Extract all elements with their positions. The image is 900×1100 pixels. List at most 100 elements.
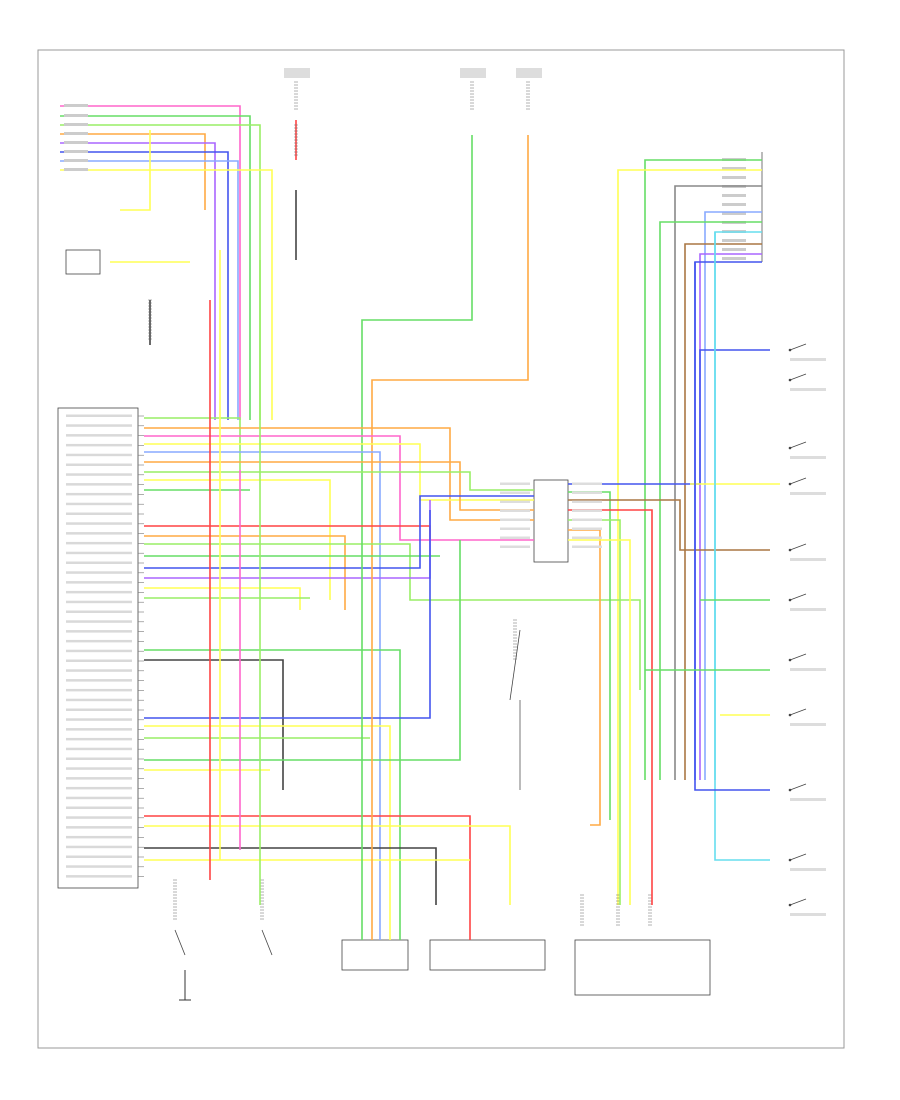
pin-label-mark bbox=[66, 590, 132, 594]
bundle-label-mark bbox=[64, 114, 88, 117]
bottom-unit-2 bbox=[429, 939, 546, 971]
module-wire bbox=[144, 725, 391, 940]
connector-label-mark bbox=[460, 68, 486, 78]
center-pin-mark-right bbox=[572, 536, 602, 539]
center-pin-mark-right bbox=[572, 527, 602, 530]
pin-label-mark bbox=[66, 581, 132, 584]
center-pin-mark-left bbox=[500, 527, 530, 530]
pin-label-mark bbox=[66, 835, 132, 839]
switch-pivot bbox=[788, 348, 792, 352]
switch-pivot bbox=[788, 858, 792, 862]
module-wire bbox=[144, 659, 284, 790]
module-wire bbox=[144, 525, 431, 540]
bundle-label-mark bbox=[64, 141, 88, 144]
right-green bbox=[568, 491, 611, 820]
bundle-wire bbox=[60, 160, 239, 420]
right-wire bbox=[684, 243, 762, 780]
pin-label-mark bbox=[66, 649, 132, 653]
center-pin-mark-right bbox=[572, 509, 602, 512]
bundle-wire bbox=[60, 105, 241, 420]
bundle-wire bbox=[60, 151, 229, 420]
right-pin-mark bbox=[722, 176, 746, 179]
pin-label-mark bbox=[66, 522, 132, 525]
cyan-run bbox=[714, 232, 770, 861]
switch-pivot bbox=[788, 713, 792, 717]
pin-label-mark bbox=[66, 757, 132, 760]
switch-label-mark bbox=[790, 358, 826, 361]
module-wire bbox=[144, 543, 641, 690]
module-wire bbox=[144, 649, 401, 940]
pin-label-mark bbox=[66, 737, 132, 741]
pin-label-mark bbox=[66, 571, 132, 574]
pin-label-mark bbox=[66, 865, 132, 868]
right-wire bbox=[699, 253, 762, 780]
module-wire bbox=[144, 471, 534, 491]
module-wire bbox=[144, 815, 471, 940]
pin-label-mark bbox=[66, 492, 132, 496]
wires bbox=[144, 232, 780, 940]
module-wire bbox=[144, 587, 301, 610]
switch-label-mark bbox=[790, 388, 826, 391]
center-sensor bbox=[509, 629, 521, 701]
pin-label-mark bbox=[66, 424, 132, 427]
pin-label-mark bbox=[66, 688, 132, 692]
pin-label-mark bbox=[66, 630, 132, 633]
pin-label-mark bbox=[66, 806, 132, 809]
module-wire bbox=[144, 451, 381, 940]
center-connector bbox=[533, 479, 569, 563]
switch-contact bbox=[789, 708, 807, 716]
blue-run bbox=[694, 262, 770, 791]
bundle-label-mark bbox=[64, 159, 88, 162]
center-pin-mark-left bbox=[500, 545, 530, 548]
module-wire bbox=[144, 500, 431, 579]
switch-contact bbox=[789, 783, 807, 791]
bundle-wire bbox=[60, 169, 273, 420]
pin-label-mark bbox=[66, 698, 132, 702]
center-pin-mark-left bbox=[500, 482, 530, 485]
pin-label-mark bbox=[66, 679, 132, 682]
pin-label-mark bbox=[66, 473, 132, 476]
pin-label-mark bbox=[66, 502, 132, 506]
right-pin-mark bbox=[722, 194, 746, 197]
switch-contact bbox=[789, 343, 807, 351]
bundle-wire bbox=[60, 142, 216, 420]
pin-label-mark bbox=[66, 816, 132, 819]
module-wire bbox=[144, 847, 437, 905]
pin-label-mark bbox=[66, 708, 132, 711]
switch-pivot bbox=[788, 598, 792, 602]
switch-contact bbox=[789, 477, 807, 485]
center-pin-mark-left bbox=[500, 500, 530, 503]
pin-label-mark bbox=[66, 718, 132, 721]
module-wire bbox=[144, 479, 331, 600]
right-pin-mark bbox=[722, 257, 746, 260]
right-blue bbox=[568, 349, 770, 485]
switch-label-mark bbox=[790, 798, 826, 801]
right-wire bbox=[714, 231, 762, 780]
pin-label-mark bbox=[66, 826, 132, 829]
center-pin-mark-right bbox=[572, 500, 602, 503]
switch-pivot bbox=[788, 903, 792, 907]
center-pin-mark-right bbox=[572, 482, 602, 485]
switch-pivot bbox=[788, 378, 792, 382]
right-lightgreen bbox=[568, 519, 621, 905]
right-wire bbox=[659, 221, 762, 780]
right-brown bbox=[568, 499, 770, 551]
module-wire bbox=[144, 535, 346, 610]
switch-label-mark bbox=[790, 668, 826, 671]
aux-wire bbox=[120, 130, 151, 211]
center-pin-mark-left bbox=[500, 518, 530, 521]
switch-label-mark bbox=[790, 492, 826, 495]
switch-pivot bbox=[788, 658, 792, 662]
pin-label-mark bbox=[66, 796, 132, 800]
pin-label-mark bbox=[66, 483, 132, 486]
pin-label-mark bbox=[66, 777, 132, 780]
pin-label-mark bbox=[66, 414, 132, 417]
top-connectors bbox=[284, 68, 542, 560]
bundle-label-mark bbox=[64, 123, 88, 126]
switch-label-mark bbox=[790, 913, 826, 916]
module-wire bbox=[144, 435, 534, 541]
center-pin-mark-left bbox=[500, 509, 530, 512]
bottom-switch-2 bbox=[261, 929, 273, 956]
switch-pivot bbox=[788, 548, 792, 552]
